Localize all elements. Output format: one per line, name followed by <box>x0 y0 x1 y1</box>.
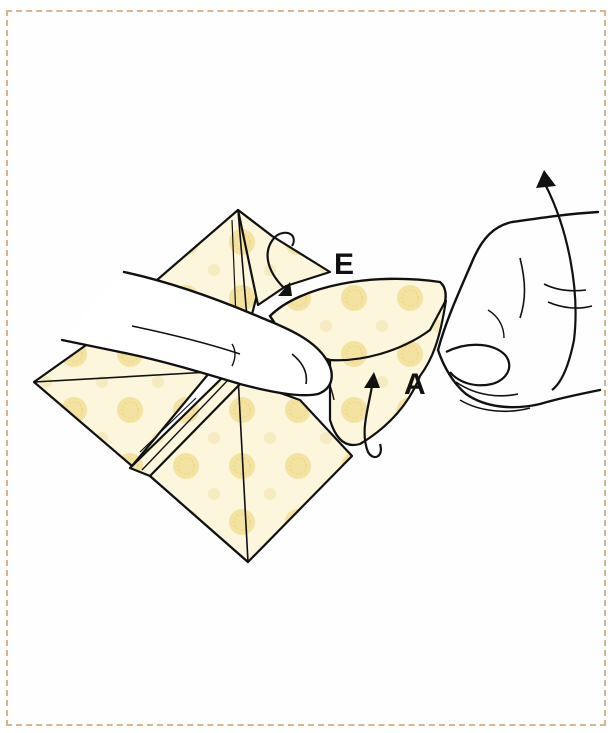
label-e: E <box>334 248 354 281</box>
rotate-arrow <box>536 170 576 390</box>
label-a: A <box>404 368 426 401</box>
